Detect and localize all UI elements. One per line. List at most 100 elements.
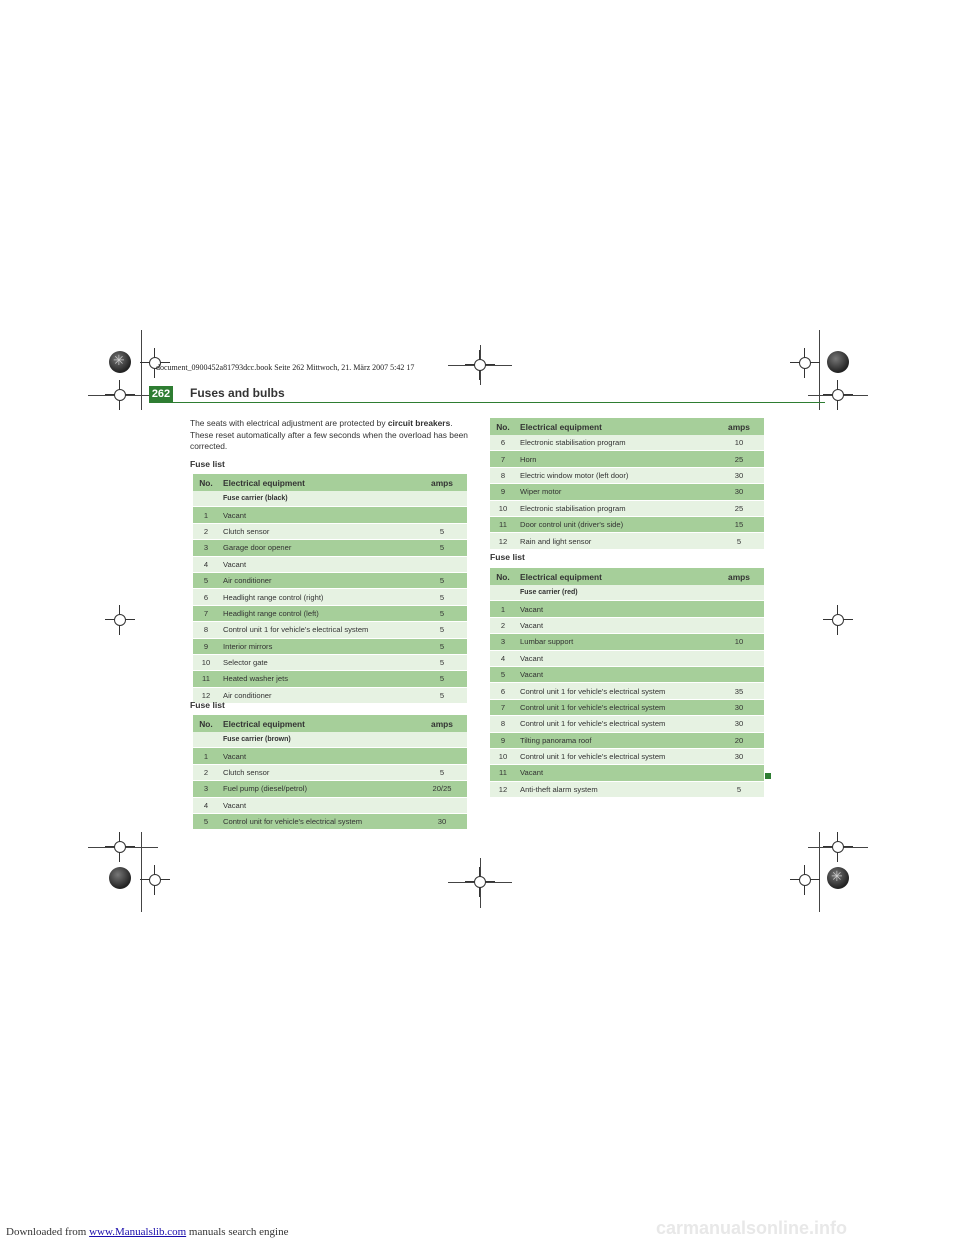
registration-mark-icon	[823, 832, 853, 862]
registration-mark-icon	[105, 832, 135, 862]
registration-dot-icon	[109, 351, 131, 373]
registration-mark-icon	[465, 350, 495, 380]
col-amps: amps	[417, 474, 467, 491]
cell-equipment: Vacant	[516, 600, 714, 618]
cell-equipment: Vacant	[516, 666, 714, 684]
cell-no: 12	[490, 532, 516, 550]
fuse-list-label: Fuse list	[190, 459, 225, 469]
cell-equipment: Vacant	[219, 747, 417, 765]
cell-no: 6	[490, 435, 516, 452]
cell-equipment: Rain and light sensor	[516, 532, 714, 550]
cell-no: 3	[490, 633, 516, 651]
cell-amps: 30	[714, 748, 764, 766]
cell-equipment: Control unit 1 for vehicle's electrical …	[219, 621, 417, 639]
crop-line	[819, 330, 820, 410]
cell-equipment: Headlight range control (left)	[219, 605, 417, 623]
col-no: No.	[490, 418, 516, 435]
cell-equipment: Control unit 1 for vehicle's electrical …	[516, 715, 714, 733]
cell-no: 7	[193, 605, 219, 623]
cell-equipment: Vacant	[219, 506, 417, 524]
registration-dot-icon	[827, 867, 849, 889]
cell-amps: 20	[714, 732, 764, 749]
col-equipment: Electrical equipment	[516, 568, 714, 585]
cell-equipment: Electronic stabilisation program	[516, 500, 714, 517]
cell-equipment: Vacant	[219, 797, 417, 814]
cell-amps: 5	[714, 532, 764, 550]
crop-line	[819, 832, 820, 912]
cell-no: 3	[193, 539, 219, 557]
registration-mark-icon	[823, 380, 853, 410]
cell-no: 4	[193, 797, 219, 814]
cell-amps: 30	[714, 715, 764, 733]
footer-prefix: Downloaded from	[6, 1226, 90, 1238]
cell-equipment: Electric window motor (left door)	[516, 467, 714, 485]
cell-amps: 20/25	[417, 780, 467, 798]
cell-equipment: Anti-theft alarm system	[516, 781, 714, 799]
cell-no: 4	[193, 556, 219, 573]
cell-amps: 5	[417, 638, 467, 655]
cell-amps: 10	[714, 435, 764, 452]
cell-no: 12	[490, 781, 516, 799]
manualslib-link[interactable]: www.Manualslib.com	[89, 1226, 187, 1238]
cell-amps	[417, 506, 467, 524]
cell-equipment: Control unit 1 for vehicle's electrical …	[516, 748, 714, 766]
col-equipment: Electrical equipment	[516, 418, 714, 435]
cell-equipment: Wiper motor	[516, 483, 714, 501]
cell-amps: 25	[714, 450, 764, 468]
col-equipment: Electrical equipment	[219, 474, 417, 491]
cell-no: 1	[193, 747, 219, 765]
cell-amps: 5	[417, 588, 467, 606]
fuse-table-brown: No. Electrical equipment amps Fuse carri…	[193, 715, 467, 831]
registration-dot-icon	[109, 867, 131, 889]
cell-no: 11	[490, 764, 516, 782]
intro-bold-term: circuit breakers	[387, 418, 451, 428]
col-no: No.	[193, 474, 219, 491]
cell-amps: 30	[714, 467, 764, 485]
fuse-list-label: Fuse list	[490, 552, 525, 562]
cell-no: 10	[193, 654, 219, 672]
crop-line	[141, 832, 142, 912]
registration-mark-icon	[823, 605, 853, 635]
registration-mark-icon	[790, 865, 820, 895]
registration-mark-icon	[465, 867, 495, 897]
cell-no: 5	[193, 572, 219, 590]
cell-amps: 5	[714, 781, 764, 799]
cell-equipment: Control unit 1 for vehicle's electrical …	[516, 699, 714, 717]
col-amps: amps	[714, 568, 764, 585]
file-stamp: document_0900452a81793dcc.book Seite 262…	[156, 363, 415, 372]
cell-no: 2	[490, 617, 516, 635]
cell-no: 3	[193, 780, 219, 798]
cell-amps: 30	[714, 699, 764, 717]
col-no: No.	[193, 715, 219, 732]
cell-amps	[417, 797, 467, 814]
download-footer: Downloaded from www.Manualslib.com manua…	[6, 1226, 288, 1238]
fuse-table-red: No. Electrical equipment amps Fuse carri…	[490, 568, 764, 799]
cell-equipment: Electronic stabilisation program	[516, 435, 714, 452]
footer-suffix: manuals search engine	[186, 1226, 289, 1238]
cell-amps: 5	[417, 654, 467, 672]
cell-amps	[417, 747, 467, 765]
col-no: No.	[490, 568, 516, 585]
registration-mark-icon	[140, 865, 170, 895]
